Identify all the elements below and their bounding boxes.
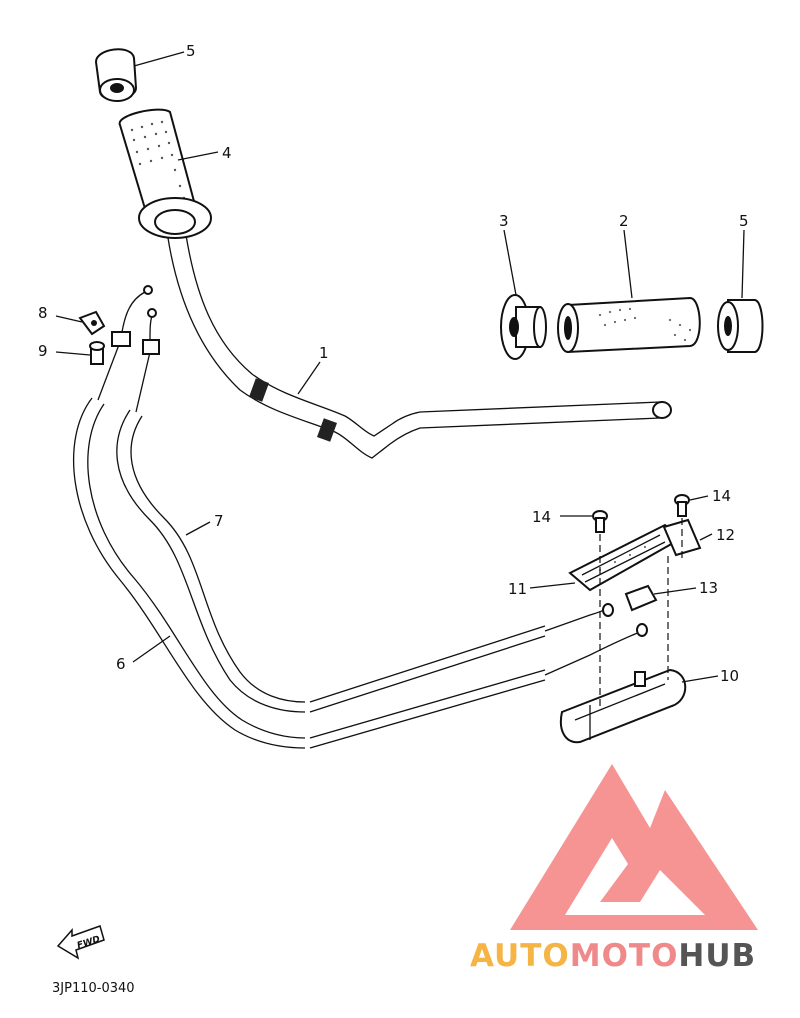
housing-lower-part-10 bbox=[560, 668, 687, 744]
watermark-text: AUTOMOTOHUB bbox=[470, 938, 756, 974]
watermark-text-hub: HUB bbox=[678, 938, 756, 974]
watermark-text-moto: MOTO bbox=[570, 938, 679, 974]
callout-2: 2 bbox=[619, 212, 629, 230]
callout-13: 13 bbox=[699, 579, 718, 597]
diagram-code: 3JP110-0340 bbox=[52, 981, 135, 996]
watermark-logo bbox=[510, 764, 758, 930]
throttle-cable-part-6 bbox=[72, 285, 648, 749]
callout-12: 12 bbox=[716, 526, 735, 544]
callout-3: 3 bbox=[499, 212, 509, 230]
bar-end-part-5-left bbox=[94, 48, 138, 102]
return-cable-part-7 bbox=[116, 308, 614, 713]
callout-11: 11 bbox=[508, 580, 527, 598]
screw-part-14-a bbox=[592, 510, 608, 533]
housing-upper-part-11 bbox=[568, 523, 684, 592]
callout-1: 1 bbox=[319, 344, 329, 362]
leader-lines bbox=[55, 51, 745, 683]
screw-part-14-b bbox=[674, 494, 690, 517]
throttle-collar-part-3 bbox=[500, 294, 547, 360]
callout-8: 8 bbox=[38, 304, 48, 322]
assembly-line-b bbox=[667, 518, 683, 680]
fwd-arrow-icon: FWD bbox=[56, 925, 105, 960]
callout-6: 6 bbox=[116, 655, 126, 673]
watermark-text-auto: AUTO bbox=[470, 938, 570, 974]
callout-14-right: 14 bbox=[712, 487, 731, 505]
switch-part-13 bbox=[624, 584, 658, 612]
watermark-triangle-icon bbox=[510, 764, 758, 930]
plate-part-12 bbox=[662, 518, 702, 557]
callout-7: 7 bbox=[214, 512, 224, 530]
callout-10: 10 bbox=[720, 667, 739, 685]
left-grip-part-4 bbox=[118, 108, 212, 239]
clip-part-8 bbox=[78, 310, 106, 336]
callout-4: 4 bbox=[222, 144, 232, 162]
callout-9: 9 bbox=[38, 342, 48, 360]
right-grip-part-2 bbox=[557, 296, 701, 354]
callout-5-left: 5 bbox=[186, 42, 196, 60]
screw-part-9 bbox=[89, 341, 105, 365]
callout-5-right: 5 bbox=[739, 212, 749, 230]
callout-14-left: 14 bbox=[532, 508, 551, 526]
handlebar-part-1 bbox=[167, 234, 672, 459]
bar-end-part-5-right bbox=[717, 299, 764, 353]
